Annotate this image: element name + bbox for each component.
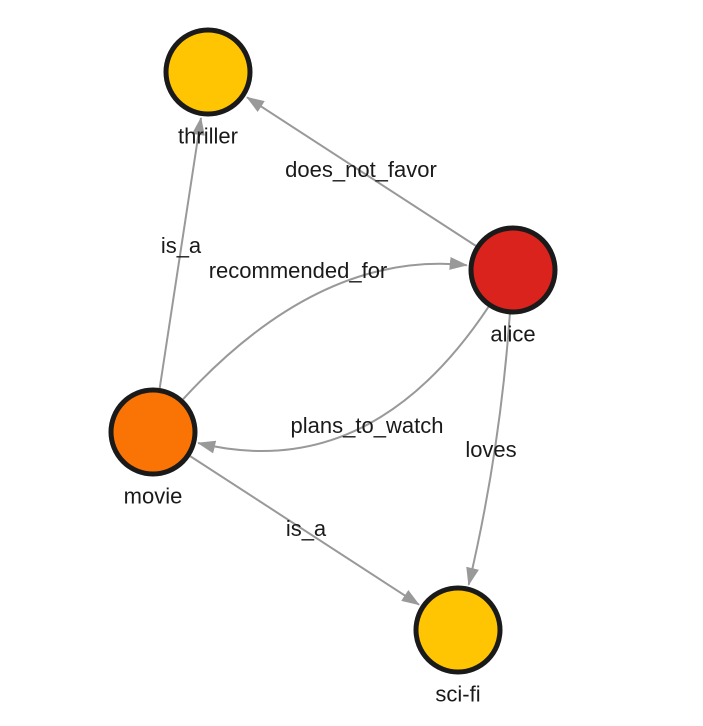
nodes-layer bbox=[108, 27, 558, 675]
edge-label-plans-to-watch: plans_to_watch bbox=[291, 413, 444, 438]
node-label-alice: alice bbox=[490, 322, 535, 347]
edge-movie-to-sci-fi[interactable] bbox=[189, 455, 420, 606]
node-thriller[interactable] bbox=[163, 27, 253, 117]
edge-label-loves: loves bbox=[465, 437, 516, 462]
edge-label-does-not-favor: does_not_favor bbox=[285, 157, 437, 182]
labels-layer: is_a does_not_favor recommended_for plans_t… bbox=[124, 124, 536, 707]
edge-alice-to-movie[interactable] bbox=[197, 306, 490, 454]
node-alice[interactable] bbox=[468, 225, 558, 315]
edge-label-is-a: is_a bbox=[161, 233, 202, 258]
node-movie[interactable] bbox=[108, 387, 198, 477]
node-label-thriller: thriller bbox=[178, 124, 238, 149]
node-sci-fi[interactable] bbox=[413, 585, 503, 675]
edge-label-is-a: is_a bbox=[286, 516, 327, 541]
edge-label-recommended-for: recommended_for bbox=[209, 258, 388, 283]
node-label-movie: movie bbox=[124, 484, 183, 509]
node-label-sci-fi: sci-fi bbox=[435, 682, 480, 707]
edge-alice-to-sci-fi[interactable] bbox=[466, 314, 511, 586]
edges-layer bbox=[158, 96, 511, 606]
edge-alice-to-thriller[interactable] bbox=[246, 96, 477, 247]
edge-movie-to-thriller[interactable] bbox=[158, 116, 205, 389]
edge-movie-to-alice[interactable] bbox=[182, 256, 468, 400]
